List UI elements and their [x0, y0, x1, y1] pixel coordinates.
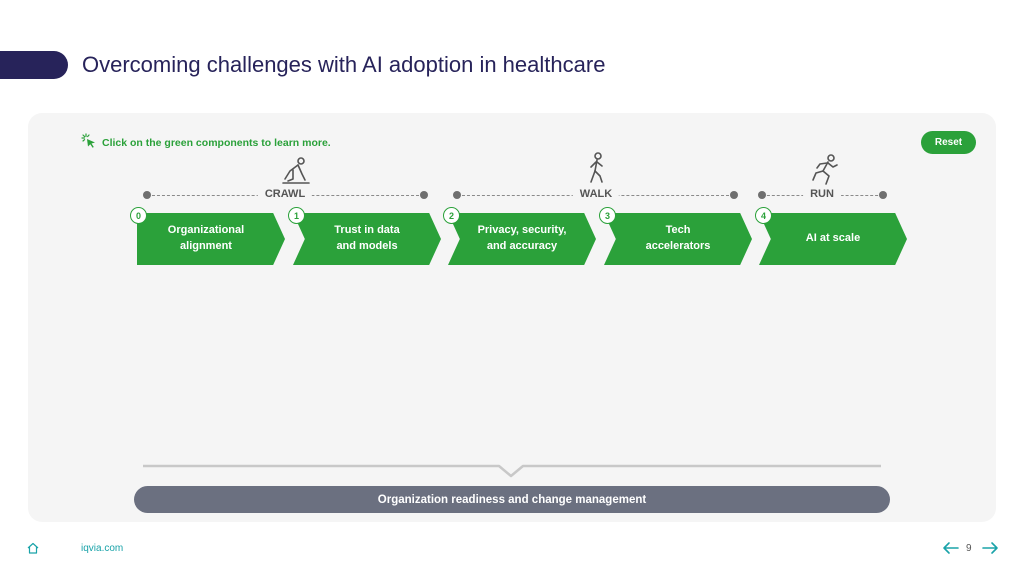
step-line: and accuracy	[486, 240, 558, 252]
running-person-icon	[810, 153, 840, 187]
hint-text: Click on the green components to learn m…	[102, 136, 331, 149]
arrow-right-icon[interactable]	[981, 541, 999, 555]
foundation-bracket	[143, 460, 881, 480]
crawling-person-icon	[281, 153, 311, 187]
step-line: Organizational	[167, 224, 245, 237]
stage-dot	[879, 191, 887, 199]
foundation-bar: Organization readiness and change manage…	[134, 486, 890, 513]
hint: Click on the green components to learn m…	[81, 133, 331, 152]
step-line: Trust in data	[334, 224, 400, 237]
step-trust-in-data[interactable]: Trust in data and models	[293, 213, 441, 265]
stage-label-run: RUN	[803, 188, 841, 200]
step-line: and models	[336, 240, 398, 252]
step-organizational-alignment[interactable]: Organizational alignment	[137, 213, 285, 265]
cursor-click-icon	[81, 133, 97, 152]
stage-dot	[758, 191, 766, 199]
page-number: 9	[966, 543, 972, 554]
stage-dot	[143, 191, 151, 199]
step-line: AI at scale	[805, 232, 861, 245]
step-ai-at-scale[interactable]: AI at scale	[759, 213, 907, 265]
step-number: 4	[755, 207, 772, 224]
step-line: Privacy, security,	[477, 224, 567, 237]
foundation-label: Organization readiness and change manage…	[377, 493, 647, 506]
stage-dot	[420, 191, 428, 199]
step-line: Tech	[665, 224, 691, 237]
step-privacy-security[interactable]: Privacy, security, and accuracy	[448, 213, 596, 265]
step-number: 0	[130, 207, 147, 224]
stage-label-crawl: CRAWL	[257, 188, 313, 200]
walking-person-icon	[582, 151, 612, 185]
reset-button[interactable]: Reset	[921, 131, 976, 154]
home-icon[interactable]	[26, 541, 40, 555]
page-title: Overcoming challenges with AI adoption i…	[82, 52, 606, 77]
footer-link[interactable]: iqvia.com	[81, 543, 124, 554]
step-line: alignment	[180, 240, 232, 252]
arrow-left-icon[interactable]	[942, 541, 960, 555]
stage-dot	[453, 191, 461, 199]
stage-label-walk: WALK	[572, 188, 620, 200]
step-tech-accelerators[interactable]: Tech accelerators	[604, 213, 752, 265]
stage-dot	[730, 191, 738, 199]
step-line: accelerators	[645, 240, 711, 252]
content-panel	[28, 113, 996, 522]
title-accent-tab	[0, 51, 68, 79]
step-number: 1	[288, 207, 305, 224]
step-number: 3	[599, 207, 616, 224]
step-number: 2	[443, 207, 460, 224]
